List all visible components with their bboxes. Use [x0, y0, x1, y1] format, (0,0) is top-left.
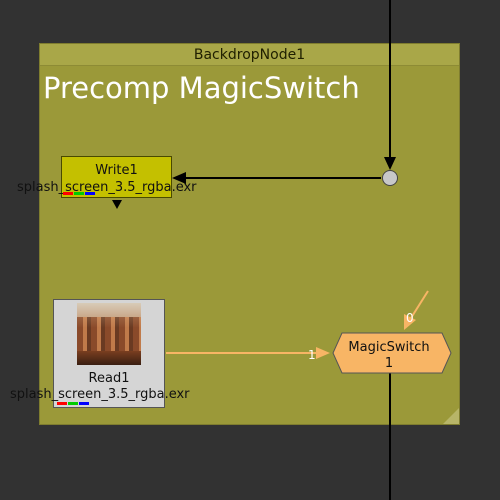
pipe-switch-input-0[interactable]	[410, 290, 429, 319]
write-node-name: Write1	[95, 163, 138, 178]
write-node[interactable]: Write1	[61, 156, 172, 198]
backdrop-label: Precomp MagicSwitch	[43, 71, 360, 105]
read-thumbnail	[77, 303, 141, 365]
read-channel-green	[68, 402, 78, 405]
arrow-into-switch-input-0	[404, 314, 416, 330]
magicswitch-name: MagicSwitch	[348, 340, 430, 355]
write-channel-red	[63, 192, 73, 195]
write-channel-blue	[85, 192, 95, 195]
read-channel-blue	[79, 402, 89, 405]
write-output-marker	[112, 200, 122, 209]
switch-input-1-label: 1	[308, 348, 316, 362]
write-channel-green	[74, 192, 84, 195]
write-node-file: splash_screen_3.5_rgba.exr	[17, 180, 197, 195]
magicswitch-index: 1	[384, 356, 394, 371]
arrow-into-dot	[384, 157, 396, 170]
switch-input-0-label: 0	[406, 311, 414, 325]
magicswitch-node[interactable]	[332, 332, 452, 374]
read-node-file: splash_screen_3.5_rgba.exr	[10, 387, 190, 402]
magicswitch-node-label: MagicSwitch 1	[334, 340, 444, 372]
backdrop-title[interactable]: BackdropNode1	[40, 44, 459, 66]
backdrop-resize-handle[interactable]	[443, 408, 459, 424]
read-node-name: Read1	[88, 371, 130, 386]
arrow-into-switch-input-1	[316, 347, 330, 359]
read-node[interactable]: Read1	[53, 299, 165, 408]
read-channel-red	[57, 402, 67, 405]
dot-node[interactable]	[382, 170, 398, 186]
arrow-into-write	[172, 172, 186, 184]
